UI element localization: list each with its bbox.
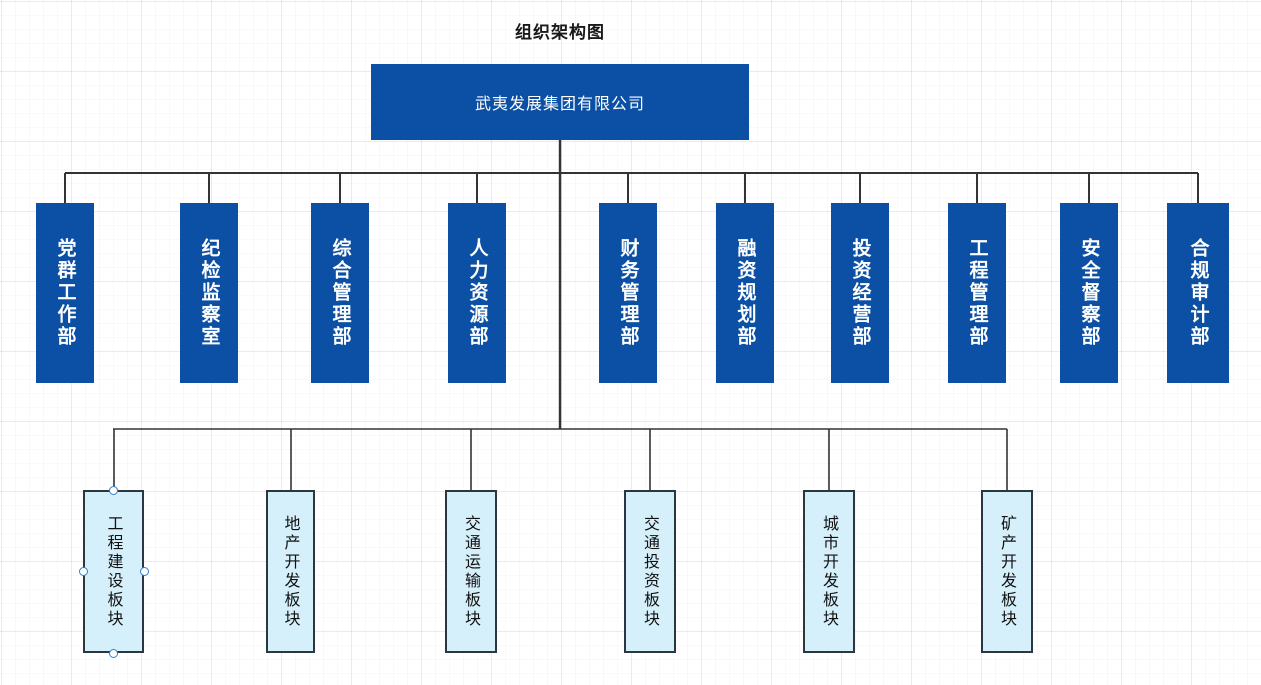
page-title: 组织架构图 xyxy=(515,23,605,43)
department-node-label: 合规审计部 xyxy=(1187,238,1210,348)
department-node[interactable]: 融资规划部 xyxy=(716,203,774,383)
segment-node[interactable]: 交通运输板块 xyxy=(445,490,497,653)
department-node-label: 投资经营部 xyxy=(849,238,872,348)
segment-node[interactable]: 城市开发板块 xyxy=(803,490,855,653)
segment-node-label: 地产开发板块 xyxy=(281,514,301,629)
department-node-label: 党群工作部 xyxy=(54,238,77,348)
segment-node-label: 交通运输板块 xyxy=(462,514,481,629)
department-node[interactable]: 安全督察部 xyxy=(1060,203,1118,383)
selection-handle-top[interactable] xyxy=(109,485,118,495)
segment-node-label: 工程建设板块 xyxy=(104,514,124,629)
department-node[interactable]: 合规审计部 xyxy=(1167,203,1229,383)
root-node-label: 武夷发展集团有限公司 xyxy=(474,94,645,113)
department-node[interactable]: 投资经营部 xyxy=(831,203,889,383)
department-node-label: 财务管理部 xyxy=(617,238,640,348)
segment-node[interactable]: 矿产开发板块 xyxy=(981,490,1033,653)
segment-node[interactable]: 交通投资板块 xyxy=(624,490,676,653)
department-node-label: 安全督察部 xyxy=(1078,238,1101,348)
department-node[interactable]: 纪检监察室 xyxy=(180,203,238,383)
department-node-label: 人力资源部 xyxy=(466,238,489,348)
department-node[interactable]: 工程管理部 xyxy=(948,203,1006,383)
segment-node-label: 矿产开发板块 xyxy=(998,514,1017,629)
root-node-company[interactable]: 武夷发展集团有限公司 xyxy=(371,64,749,140)
department-node-label: 融资规划部 xyxy=(734,238,757,348)
department-node-label: 纪检监察室 xyxy=(198,238,221,348)
department-node[interactable]: 党群工作部 xyxy=(36,203,94,383)
selection-handle-right[interactable] xyxy=(139,567,149,576)
department-node[interactable]: 人力资源部 xyxy=(448,203,506,383)
segment-node-label: 交通投资板块 xyxy=(641,514,660,629)
department-node-label: 综合管理部 xyxy=(329,238,352,348)
segment-node-label: 城市开发板块 xyxy=(820,514,839,629)
selection-handle-bottom[interactable] xyxy=(109,648,118,658)
department-node[interactable]: 财务管理部 xyxy=(599,203,657,383)
selection-handle-left[interactable] xyxy=(78,567,88,576)
department-node[interactable]: 综合管理部 xyxy=(311,203,369,383)
department-node-label: 工程管理部 xyxy=(966,238,989,348)
segment-node[interactable]: 工程建设板块 xyxy=(83,490,144,653)
segment-node[interactable]: 地产开发板块 xyxy=(266,490,315,653)
